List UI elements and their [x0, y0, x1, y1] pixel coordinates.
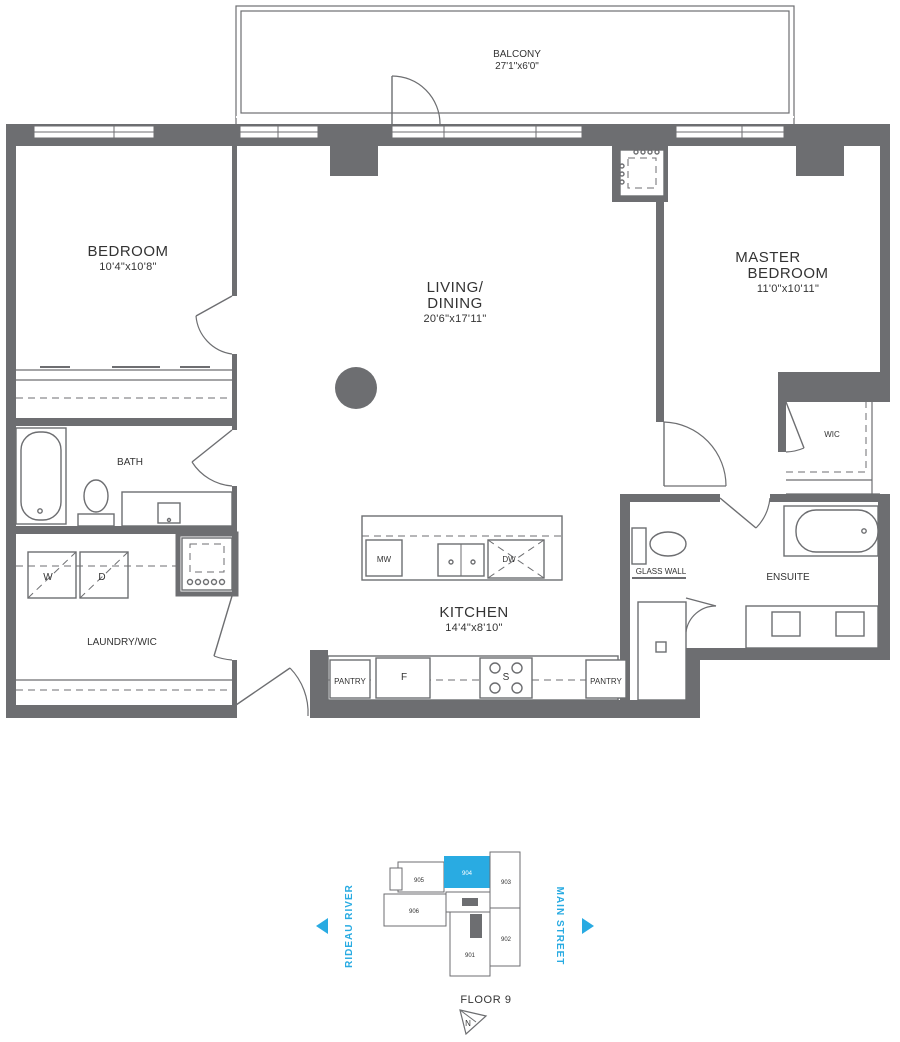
microwave-label: MW — [377, 555, 392, 564]
master-name-1: MASTER — [735, 249, 801, 266]
ensuite-vanity — [745, 605, 879, 649]
interior-walls — [16, 146, 890, 718]
water-heater — [181, 537, 233, 591]
ensuite-shower — [632, 577, 717, 701]
glass-wall-label: GLASS WALL — [636, 567, 687, 576]
kitchen-island — [361, 515, 563, 581]
laundry-name: LAUNDRY/WIC — [87, 637, 157, 648]
balcony-name: BALCONY — [493, 49, 541, 60]
windows — [33, 125, 785, 139]
bedroom-name: BEDROOM — [87, 243, 168, 260]
laundry-appliances — [16, 551, 180, 599]
bath-door — [191, 429, 233, 487]
right-street-label: MAIN STREET — [554, 887, 565, 966]
master-door — [663, 421, 727, 487]
kitchen-dims: 14'4"x8'10" — [445, 622, 503, 634]
washer-label: W — [43, 572, 53, 583]
pantry-right-label: PANTRY — [590, 677, 622, 686]
living-dims: 20'6"x17'11" — [423, 313, 486, 325]
balcony-dims: 27'1"x6'0" — [495, 61, 539, 72]
stove-label: S — [503, 672, 510, 683]
unit-906: 906 — [409, 909, 420, 915]
unit-904: 904 — [462, 871, 473, 877]
bath-vanity — [121, 491, 233, 527]
hvac-unit — [619, 149, 665, 197]
wic-shelving — [786, 402, 873, 494]
wic-door — [785, 401, 805, 453]
north-label: N — [465, 1019, 471, 1028]
master-dims: 11'0"x10'11" — [757, 283, 819, 295]
ensuite-tub — [783, 505, 879, 557]
ensuite-door — [719, 497, 771, 529]
unit-901: 901 — [465, 953, 476, 959]
balcony — [235, 5, 795, 124]
floor-label: FLOOR 9 — [460, 994, 511, 1006]
wic-name: WIC — [824, 430, 840, 439]
ensuite-name: ENSUITE — [766, 572, 810, 583]
balcony-door — [391, 75, 441, 125]
bedroom-door — [195, 295, 233, 355]
laundry-door — [213, 595, 233, 661]
left-street-label: RIDEAU RIVER — [344, 884, 355, 968]
dishwasher-label: DW — [502, 555, 516, 564]
kitchen-name: KITCHEN — [439, 604, 508, 621]
bedroom-closet — [16, 366, 232, 399]
dryer-label: D — [98, 572, 105, 583]
highlighted-unit — [444, 856, 490, 888]
pantry-left-label: PANTRY — [334, 677, 366, 686]
bedroom-dims: 10'4"x10'8" — [99, 261, 157, 273]
key-plan — [383, 851, 521, 977]
unit-903: 903 — [501, 880, 512, 886]
bath-name: BATH — [117, 457, 143, 468]
entry-door — [235, 667, 309, 717]
bath-tub — [15, 427, 67, 525]
left-arrow-icon — [316, 918, 328, 934]
bath-toilet — [77, 479, 115, 527]
unit-905: 905 — [414, 878, 425, 884]
right-arrow-icon — [582, 918, 594, 934]
fridge-label: F — [401, 672, 407, 683]
exterior-walls — [6, 124, 890, 718]
unit-902: 902 — [501, 937, 512, 943]
living-name-2: DINING — [427, 295, 483, 312]
living-name-1: LIVING/ — [427, 279, 484, 296]
ensuite-toilet — [631, 527, 687, 565]
kitchen-counter — [327, 655, 627, 701]
laundry-shelf — [16, 679, 232, 691]
master-name-2: BEDROOM — [747, 265, 828, 282]
north-arrow-icon — [459, 1009, 488, 1036]
